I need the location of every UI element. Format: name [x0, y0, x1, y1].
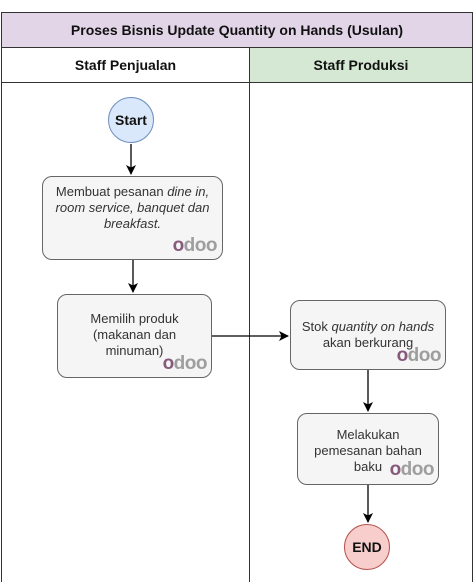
process-memilih-produk: Memilih produk (makanan dan minuman) odo… [57, 294, 212, 378]
lane-header-staff-penjualan: Staff Penjualan [1, 47, 250, 83]
process-pemesanan-bahan-baku: Melakukan pemesanan bahan baku odoo [297, 413, 439, 485]
diagram-title: Proses Bisnis Update Quantity on Hands (… [1, 12, 473, 48]
odoo-logo: odoo [162, 353, 208, 374]
lane-staff-penjualan [1, 82, 250, 582]
odoo-logo: odoo [172, 235, 218, 256]
process-stok-berkurang-text: Stok quantity on hands akan berkurang [301, 319, 435, 350]
process-membuat-pesanan-text: Membuat pesanan dine in, room service, b… [55, 184, 210, 231]
process-stok-berkurang: Stok quantity on hands akan berkurang od… [290, 300, 446, 370]
lane-staff-produksi [249, 82, 473, 582]
process-membuat-pesanan: Membuat pesanan dine in, room service, b… [42, 176, 223, 260]
odoo-logo: odoo [396, 345, 442, 366]
process-pemesanan-bahan-baku-text: Melakukan pemesanan bahan baku [314, 427, 422, 474]
start-node: Start [108, 97, 154, 143]
odoo-logo: odoo [389, 459, 435, 480]
process-memilih-produk-text: Memilih produk (makanan dan minuman) [90, 311, 179, 358]
end-node: END [344, 524, 390, 570]
lane-header-staff-produksi: Staff Produksi [249, 47, 473, 83]
